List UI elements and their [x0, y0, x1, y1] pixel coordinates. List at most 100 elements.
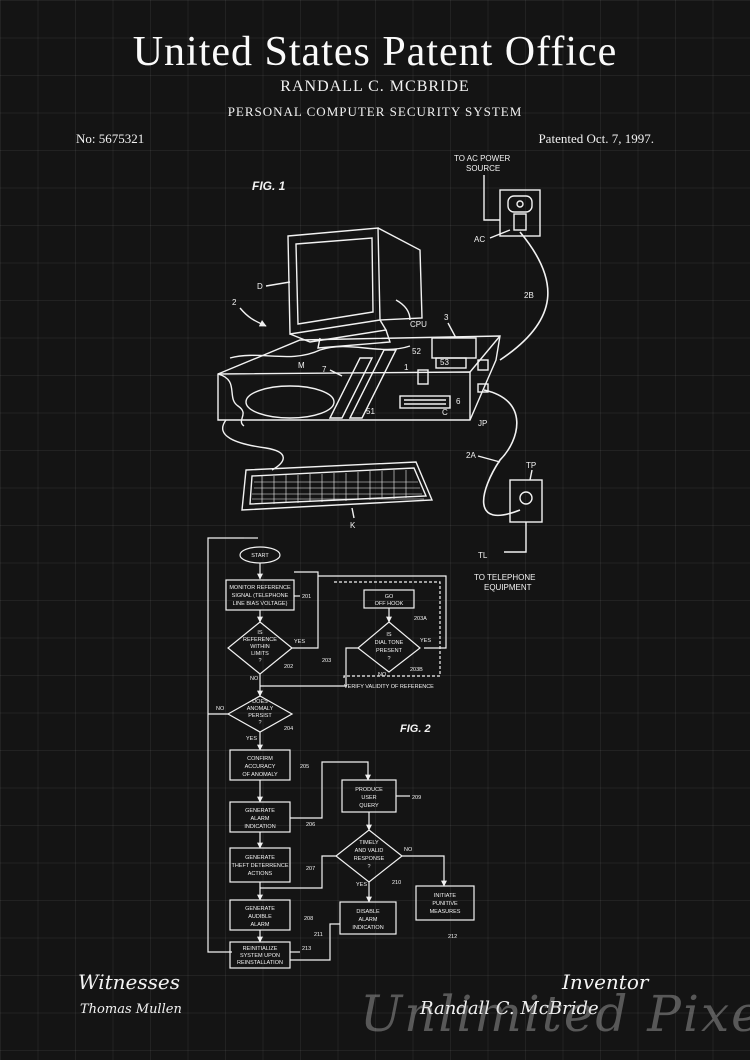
decision-202-line-2: REFERENCE	[243, 637, 277, 643]
box-206-line-3: INDICATION	[244, 824, 275, 830]
ref-2: 2	[232, 298, 237, 307]
monitor-side	[377, 227, 423, 321]
fig2-label: FIG. 2	[400, 723, 431, 735]
decision-202-line-1: IS	[257, 630, 263, 636]
cpu-bay-3	[431, 337, 477, 359]
box-201-line-2: SIGNAL (TELEPHONE	[232, 593, 289, 599]
ref-208: 208	[304, 916, 313, 922]
box-212-line-3: MEASURES	[430, 909, 461, 915]
phone-jack-socket	[519, 491, 533, 505]
cpu-cutaway-top	[229, 345, 411, 359]
ref-c: C	[442, 408, 448, 417]
decision-202-no: NO	[250, 676, 259, 682]
box-208-line-3: ALARM	[251, 922, 270, 928]
ref-202: 202	[284, 664, 293, 670]
box-213	[229, 941, 291, 969]
decision-204-no: NO	[216, 706, 225, 712]
telephone-label: TO TELEPHONE	[474, 573, 536, 582]
decision-210-yes: YES	[356, 882, 367, 888]
witness-signature: Thomas Mullen	[80, 1002, 182, 1017]
ref-tl: TL	[478, 551, 488, 560]
phone-port	[477, 383, 489, 393]
box-209-line-3: QUERY	[359, 803, 379, 809]
box-205-line-2: ACCURACY	[245, 764, 276, 770]
phone-line	[504, 522, 527, 553]
line-to-209	[290, 761, 371, 819]
decision-204-line-2: ANOMALY	[247, 706, 274, 712]
line-210-back	[260, 855, 336, 889]
decision-203b	[357, 621, 421, 673]
box-212-line-1: INITIATE	[434, 893, 457, 899]
box-201-line-1: MONITOR REFERENCE	[229, 585, 291, 591]
box-203a-line-1: GO	[385, 594, 394, 600]
ref-205: 205	[300, 764, 309, 770]
cpu-case-outline	[217, 335, 501, 421]
box-206-line-1: GENERATE	[245, 808, 275, 814]
page-title: United States Patent Office	[132, 29, 618, 75]
box-211-line-3: INDICATION	[352, 925, 383, 931]
ref-d: D	[257, 282, 263, 291]
ac-outlet-hole	[516, 200, 524, 208]
ref-204: 204	[284, 726, 293, 732]
ref-k: K	[350, 521, 356, 530]
cpu-disk	[245, 385, 335, 419]
decision-203b-line-2: DIAL TONE	[375, 640, 404, 646]
box-205-line-1: CONFIRM	[247, 756, 273, 762]
flow-start-label: START	[251, 553, 269, 559]
box-201-line-3: LINE BIAS VOLTAGE)	[233, 601, 288, 607]
power-cord	[499, 231, 549, 361]
ref-210: 210	[392, 880, 401, 886]
witnesses-heading: Witnesses	[78, 970, 180, 994]
telephone-label-2: EQUIPMENT	[484, 583, 532, 592]
keyboard-keys	[252, 470, 424, 504]
box-208-line-1: GENERATE	[245, 906, 275, 912]
fig1-drawing: FIG. 1 TO AC POWER SOURCE AC 2B D 2	[217, 154, 549, 592]
box-213-line-3: REINSTALLATION	[237, 960, 283, 966]
monitor-screen	[295, 237, 374, 325]
box-209-line-2: USER	[361, 795, 376, 801]
cpu-cutaway	[217, 373, 245, 427]
decision-210-line-2: AND VALID	[355, 848, 384, 854]
decision-202-yes: YES	[294, 639, 305, 645]
ref-2b: 2B	[524, 291, 534, 300]
decision-210-line-4: ?	[367, 864, 370, 870]
monitor-bottom	[289, 319, 388, 343]
monitor-back	[395, 299, 411, 321]
ref-209: 209	[412, 795, 421, 801]
dashed-203	[334, 581, 441, 680]
box-212-line-2: PUNITIVE	[432, 901, 458, 907]
box-208-line-2: AUDIBLE	[248, 914, 272, 920]
box-212	[415, 885, 475, 921]
invention-title: PERSONAL COMPUTER SECURITY SYSTEM	[227, 104, 523, 119]
ref-3: 3	[444, 313, 449, 322]
decision-210-line-1: TIMELY	[359, 840, 379, 846]
ref-ac: AC	[474, 235, 485, 244]
ref-211: 211	[314, 932, 323, 938]
decision-202-line-5: ?	[258, 658, 261, 664]
keyboard-keys-area	[249, 467, 428, 505]
verify-note: VERIFY VALIDITY OF REFERENCE	[344, 684, 434, 690]
box-207-line-1: GENERATE	[245, 855, 275, 861]
ac-plug	[513, 213, 527, 231]
decision-210-line-3: RESPONSE	[354, 856, 385, 862]
ref-201: 201	[302, 594, 311, 600]
ref-212: 212	[448, 934, 457, 940]
watermark: Unlimited Pixel	[360, 985, 750, 1043]
inventor-heading: Inventor	[562, 970, 649, 994]
ac-wire	[483, 175, 500, 221]
decision-204-yes: YES	[246, 736, 257, 742]
box-207-line-3: ACTIONS	[248, 871, 273, 877]
box-209-line-1: PRODUCE	[355, 787, 383, 793]
ref-2a: 2A	[466, 451, 476, 460]
ref-203b: 203B	[410, 667, 423, 673]
ref-7: 7	[322, 365, 327, 374]
box-211-line-2: ALARM	[359, 917, 378, 923]
yes-loop-202	[292, 571, 319, 649]
ref-m: M	[298, 361, 305, 370]
ref-51: 51	[366, 407, 375, 416]
ac-power-label: TO AC POWER	[454, 154, 511, 163]
fig2-flowchart: FIG. 2 START MONITOR REFERENCE SIGNAL (T…	[207, 537, 475, 969]
decision-203b-line-3: PRESENT	[376, 648, 403, 654]
ref-203: 203	[322, 658, 331, 664]
